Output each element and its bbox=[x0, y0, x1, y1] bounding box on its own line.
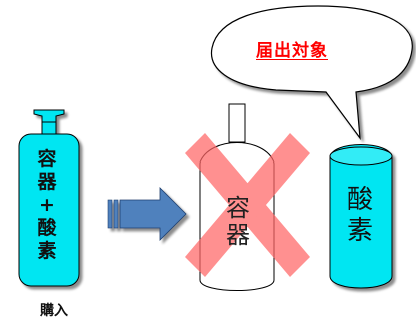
oxygen-cylinder-label: 酸 素 bbox=[338, 187, 382, 244]
purchase-label: 購入 bbox=[40, 303, 68, 319]
empty-container-char: 器 bbox=[226, 221, 250, 249]
callout-text: 届出対象 bbox=[256, 41, 328, 61]
purchased-cylinder bbox=[18, 109, 80, 287]
purchased-cylinder-char: 酸 bbox=[37, 217, 57, 239]
cross-mark bbox=[185, 133, 310, 277]
empty-container-label: 容 器 bbox=[216, 196, 260, 247]
callout-bubble bbox=[210, 5, 413, 141]
purchased-cylinder-char: + bbox=[39, 194, 55, 216]
purchased-cylinder-char: 器 bbox=[37, 171, 57, 193]
oxygen-cylinder-char: 酸 bbox=[346, 185, 373, 215]
purchased-cylinder-label: 容 器 + 酸 素 bbox=[27, 150, 67, 261]
oxygen-cylinder-char: 素 bbox=[346, 216, 373, 246]
empty-container-char: 容 bbox=[226, 194, 250, 222]
arrow-right bbox=[107, 187, 187, 241]
oxygen-cylinder bbox=[329, 144, 393, 289]
purchased-cylinder-char: 素 bbox=[37, 240, 57, 262]
purchased-cylinder-char: 容 bbox=[37, 148, 57, 170]
